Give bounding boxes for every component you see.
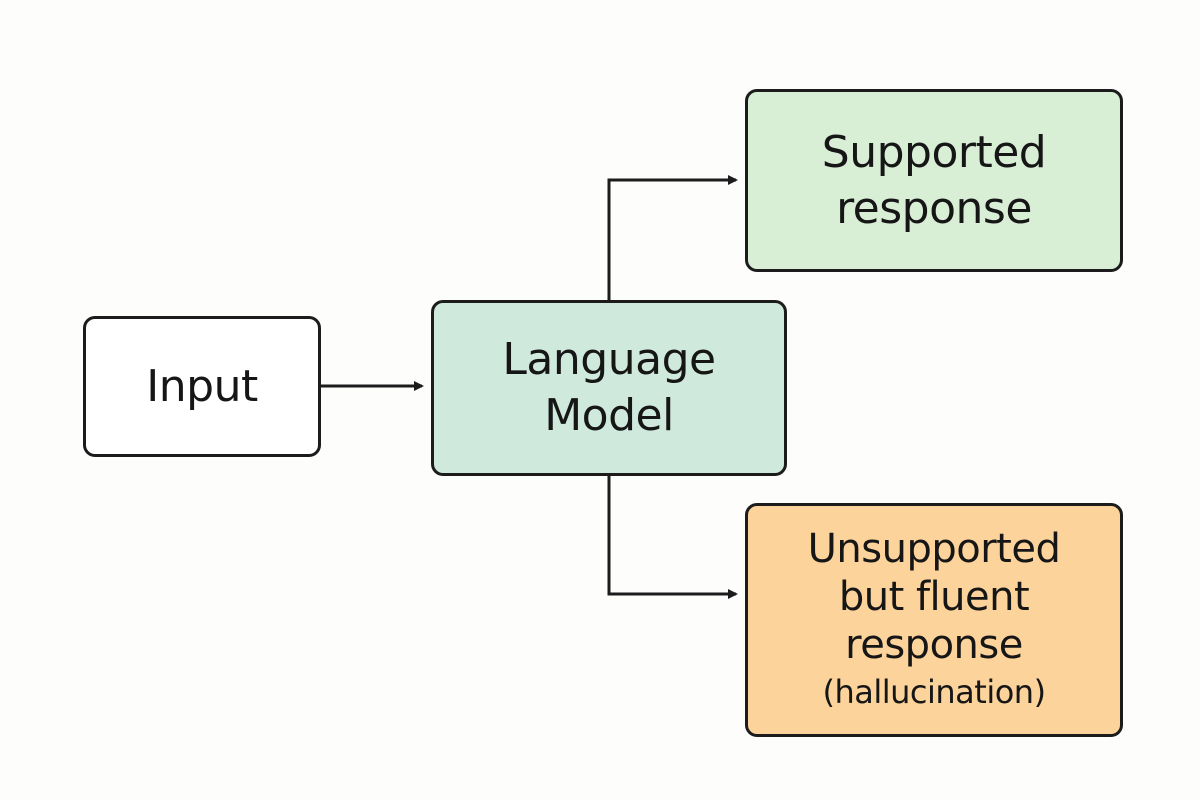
input-node: Input [83, 316, 321, 457]
supported-response-node: Supported response [745, 89, 1123, 272]
supported-response-label-line2: response [836, 182, 1032, 234]
unsupported-response-label-line1: Unsupported [807, 526, 1061, 572]
supported-response-label-line1: Supported [821, 126, 1047, 178]
unsupported-response-label-line3: response [845, 622, 1023, 668]
language-model-label-line1: Language [502, 334, 716, 385]
unsupported-response-node: Unsupported but fluent response (halluci… [745, 503, 1123, 737]
input-node-label: Input [146, 361, 258, 412]
hallucination-note: (hallucination) [822, 673, 1046, 711]
arrow-model-to-unsupported [607, 476, 738, 599]
unsupported-response-label-line2: but fluent [838, 574, 1030, 620]
language-model-label-line2: Model [544, 390, 674, 441]
language-model-node: Language Model [431, 300, 787, 476]
arrow-model-to-supported [607, 175, 738, 300]
